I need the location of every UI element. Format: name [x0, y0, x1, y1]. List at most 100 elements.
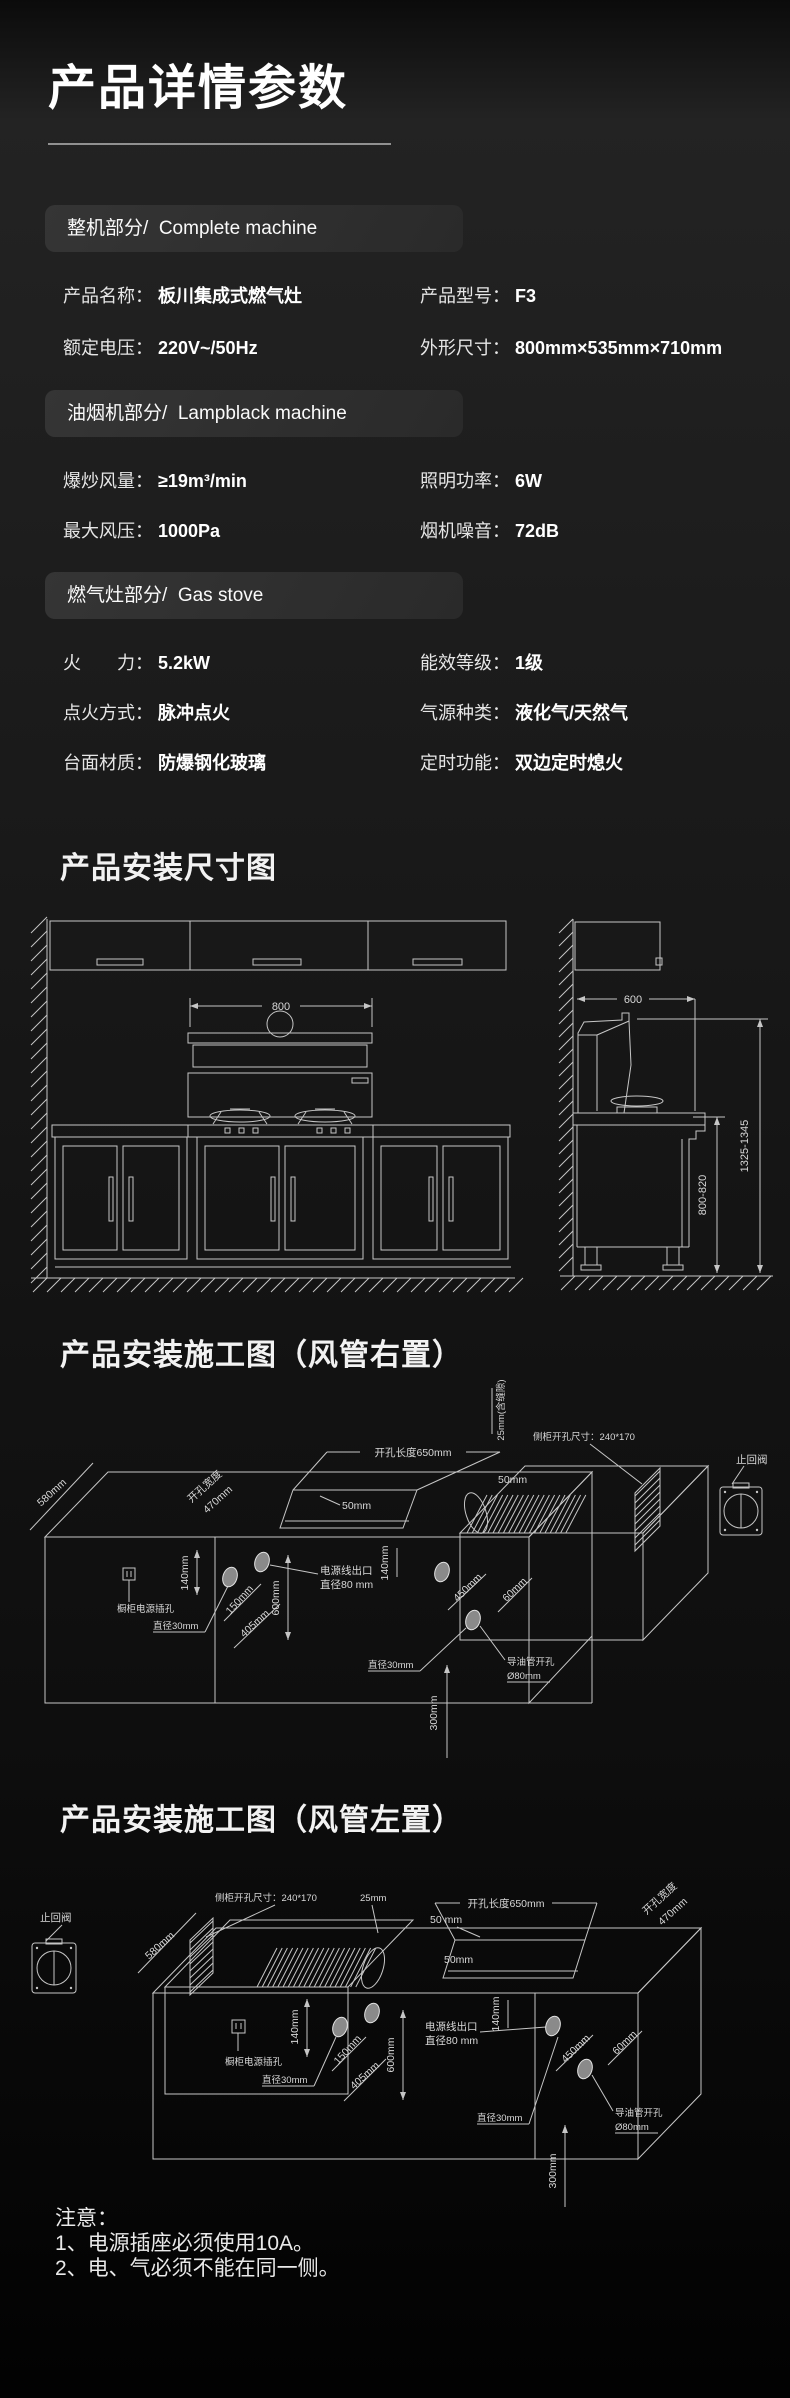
oil-hole-label-1: 导油管开孔 — [507, 1656, 555, 1668]
burner-side — [610, 1095, 664, 1114]
dim-405: 405mm — [343, 2058, 387, 2102]
dim-140-1: 140mm — [289, 1999, 310, 2057]
spec-label: 点火方式： — [63, 703, 153, 723]
wall-hatch — [558, 918, 574, 1272]
base-cabinet-middle — [196, 1136, 364, 1260]
spec-row: 额定电压： 220V~/50Hz 外形尺寸： 800mm×535mm×710mm — [63, 335, 783, 361]
dim-25: 25mm(含缝隙) — [491, 1379, 507, 1441]
spec-value: 5.2kW — [158, 653, 211, 673]
dim-50-label: 50mm — [498, 1474, 527, 1486]
dim-140-label: 140mm — [379, 1545, 391, 1580]
installation-dimension-drawing: 800 — [30, 916, 773, 1293]
section-header-lampblack-machine: 油烟机部分/ Lampblack machine — [45, 390, 463, 437]
power-socket-symbol — [231, 2019, 246, 2051]
spec-cell: 定时功能： 双边定时熄火 — [420, 750, 623, 776]
power-outlet-label-1: 电源线出口 — [425, 2020, 478, 2033]
check-valve-label: 止回阀 — [736, 1453, 768, 1466]
spec-value: ≥19m³/min — [158, 471, 247, 491]
spec-cell: 烟机噪音： 72dB — [420, 518, 559, 544]
dim-50-label: 50mm — [444, 1954, 473, 1966]
oil-hole-label-2: Ø80mm — [507, 1671, 541, 1682]
spec-cell: 照明功率： 6W — [420, 468, 542, 494]
heading-install-dimensions: 产品安装尺寸图 — [60, 852, 277, 885]
side-view: 600 — [558, 918, 773, 1291]
notes-title: 注意： — [55, 2207, 118, 2230]
check-valve-label: 止回阀 — [40, 1911, 72, 1924]
oil-hole-label-1: 导油管开孔 — [615, 2107, 663, 2119]
spec-cell: 最大风压： 1000Pa — [63, 518, 420, 544]
dim-140-label: 140mm — [179, 1555, 191, 1590]
dim-800-820-label: 800-820 — [697, 1175, 709, 1215]
dim-60-label: 60mm — [500, 1575, 530, 1604]
dim-600mm: 600mm — [385, 2010, 406, 2100]
base-cabinet-right — [372, 1136, 509, 1260]
spec-value: 1000Pa — [158, 521, 221, 541]
base-cabinet-left — [54, 1136, 188, 1260]
check-valve: 止回阀 — [31, 1911, 77, 1994]
dim-600: 600 — [577, 994, 696, 1111]
floor-hatch — [560, 1275, 772, 1291]
legs — [580, 1246, 684, 1271]
pipe-hole — [332, 2016, 348, 2038]
spec-value: 脉冲点火 — [158, 703, 230, 723]
wall-hatch — [30, 916, 48, 1284]
spec-cell: 额定电压： 220V~/50Hz — [63, 335, 420, 361]
spec-row: 火 力： 5.2kW 能效等级： 1级 — [63, 650, 783, 676]
dim-650-label: 开孔长度650mm — [374, 1446, 451, 1459]
spec-value: 6W — [515, 471, 542, 491]
spec-value: 板川集成式燃气灶 — [158, 286, 302, 306]
dim-300-label: 300mm — [428, 1695, 440, 1730]
dim-25-label: 25mm — [360, 1893, 386, 1904]
spec-cell: 外形尺寸： 800mm×535mm×710mm — [420, 335, 722, 361]
power-outlet-label-2: 直径80 mm — [425, 2034, 478, 2047]
dim-580-label: 580mm — [143, 1929, 177, 1962]
spec-value: 防爆钢化玻璃 — [158, 753, 266, 773]
spec-row: 产品名称： 板川集成式燃气灶 产品型号： F3 — [63, 283, 783, 309]
heading-duct-left: 产品安装施工图（风管左置） — [60, 1804, 463, 1837]
dim-60-label: 60mm — [610, 2028, 640, 2057]
dim-150-label: 150mm — [224, 1583, 257, 1617]
dim-600mm: 600mm — [270, 1555, 291, 1640]
front-view: 800 — [30, 916, 524, 1293]
section-header-complete-machine: 整机部分/ Complete machine — [45, 205, 463, 252]
dim-140-2: 140mm — [379, 1545, 398, 1581]
oil-pipe-hole — [465, 1609, 481, 1631]
dim-800-label: 800 — [272, 1001, 290, 1013]
spec-label: 最大风压： — [63, 521, 153, 541]
spec-label: 额定电压： — [63, 338, 153, 358]
dim-300-label: 300mm — [547, 2153, 559, 2188]
spec-label: 爆炒风量： — [63, 471, 153, 491]
side-hole-label: 侧柜开孔尺寸：240*170 — [215, 1892, 317, 1904]
counter-box — [43, 1470, 594, 1705]
page-title: 产品详情参数 — [48, 62, 349, 115]
spec-value: F3 — [515, 286, 537, 306]
pipe-hole — [254, 1551, 270, 1573]
check-valve: 止回阀 — [719, 1453, 768, 1536]
dia-30-label: 直径30mm — [153, 1620, 198, 1632]
dim-50-label: 50mm — [342, 1500, 371, 1512]
oil-pipe-hole — [577, 2058, 593, 2080]
heading-duct-right: 产品安装施工图（风管右置） — [60, 1339, 463, 1372]
spec-label: 火 力： — [63, 653, 153, 673]
dia-30-label: 直径30mm — [368, 1659, 413, 1671]
construction-drawing-duct-left: 止回阀 侧柜开孔尺寸：240*170 25mm 580mm — [31, 1879, 703, 2207]
oil-hole-label-2: Ø80mm — [615, 2122, 649, 2133]
spec-label: 定时功能： — [420, 753, 510, 773]
dim-450: 450mm — [447, 1571, 487, 1611]
pipe-hole — [222, 1566, 238, 1588]
spec-label: 烟机噪音： — [420, 521, 510, 541]
spec-cell: 爆炒风量： ≥19m³/min — [63, 468, 420, 494]
spec-cell: 产品型号： F3 — [420, 283, 536, 309]
dim-405-label: 405mm — [238, 1607, 272, 1640]
duct-hole — [463, 1492, 489, 1534]
dia-30-label: 直径30mm — [262, 2074, 307, 2086]
burner-right — [294, 1108, 356, 1125]
vent-grille — [466, 1494, 587, 1534]
side-cabinet-opening — [189, 1916, 214, 1997]
duct-hole — [360, 1947, 386, 1989]
counter-box — [151, 1926, 703, 2161]
dim-405-label: 405mm — [348, 2059, 382, 2092]
spec-label: 台面材质： — [63, 753, 153, 773]
floor-hatch — [32, 1277, 524, 1293]
dim-650-label: 开孔长度650mm — [467, 1897, 544, 1910]
